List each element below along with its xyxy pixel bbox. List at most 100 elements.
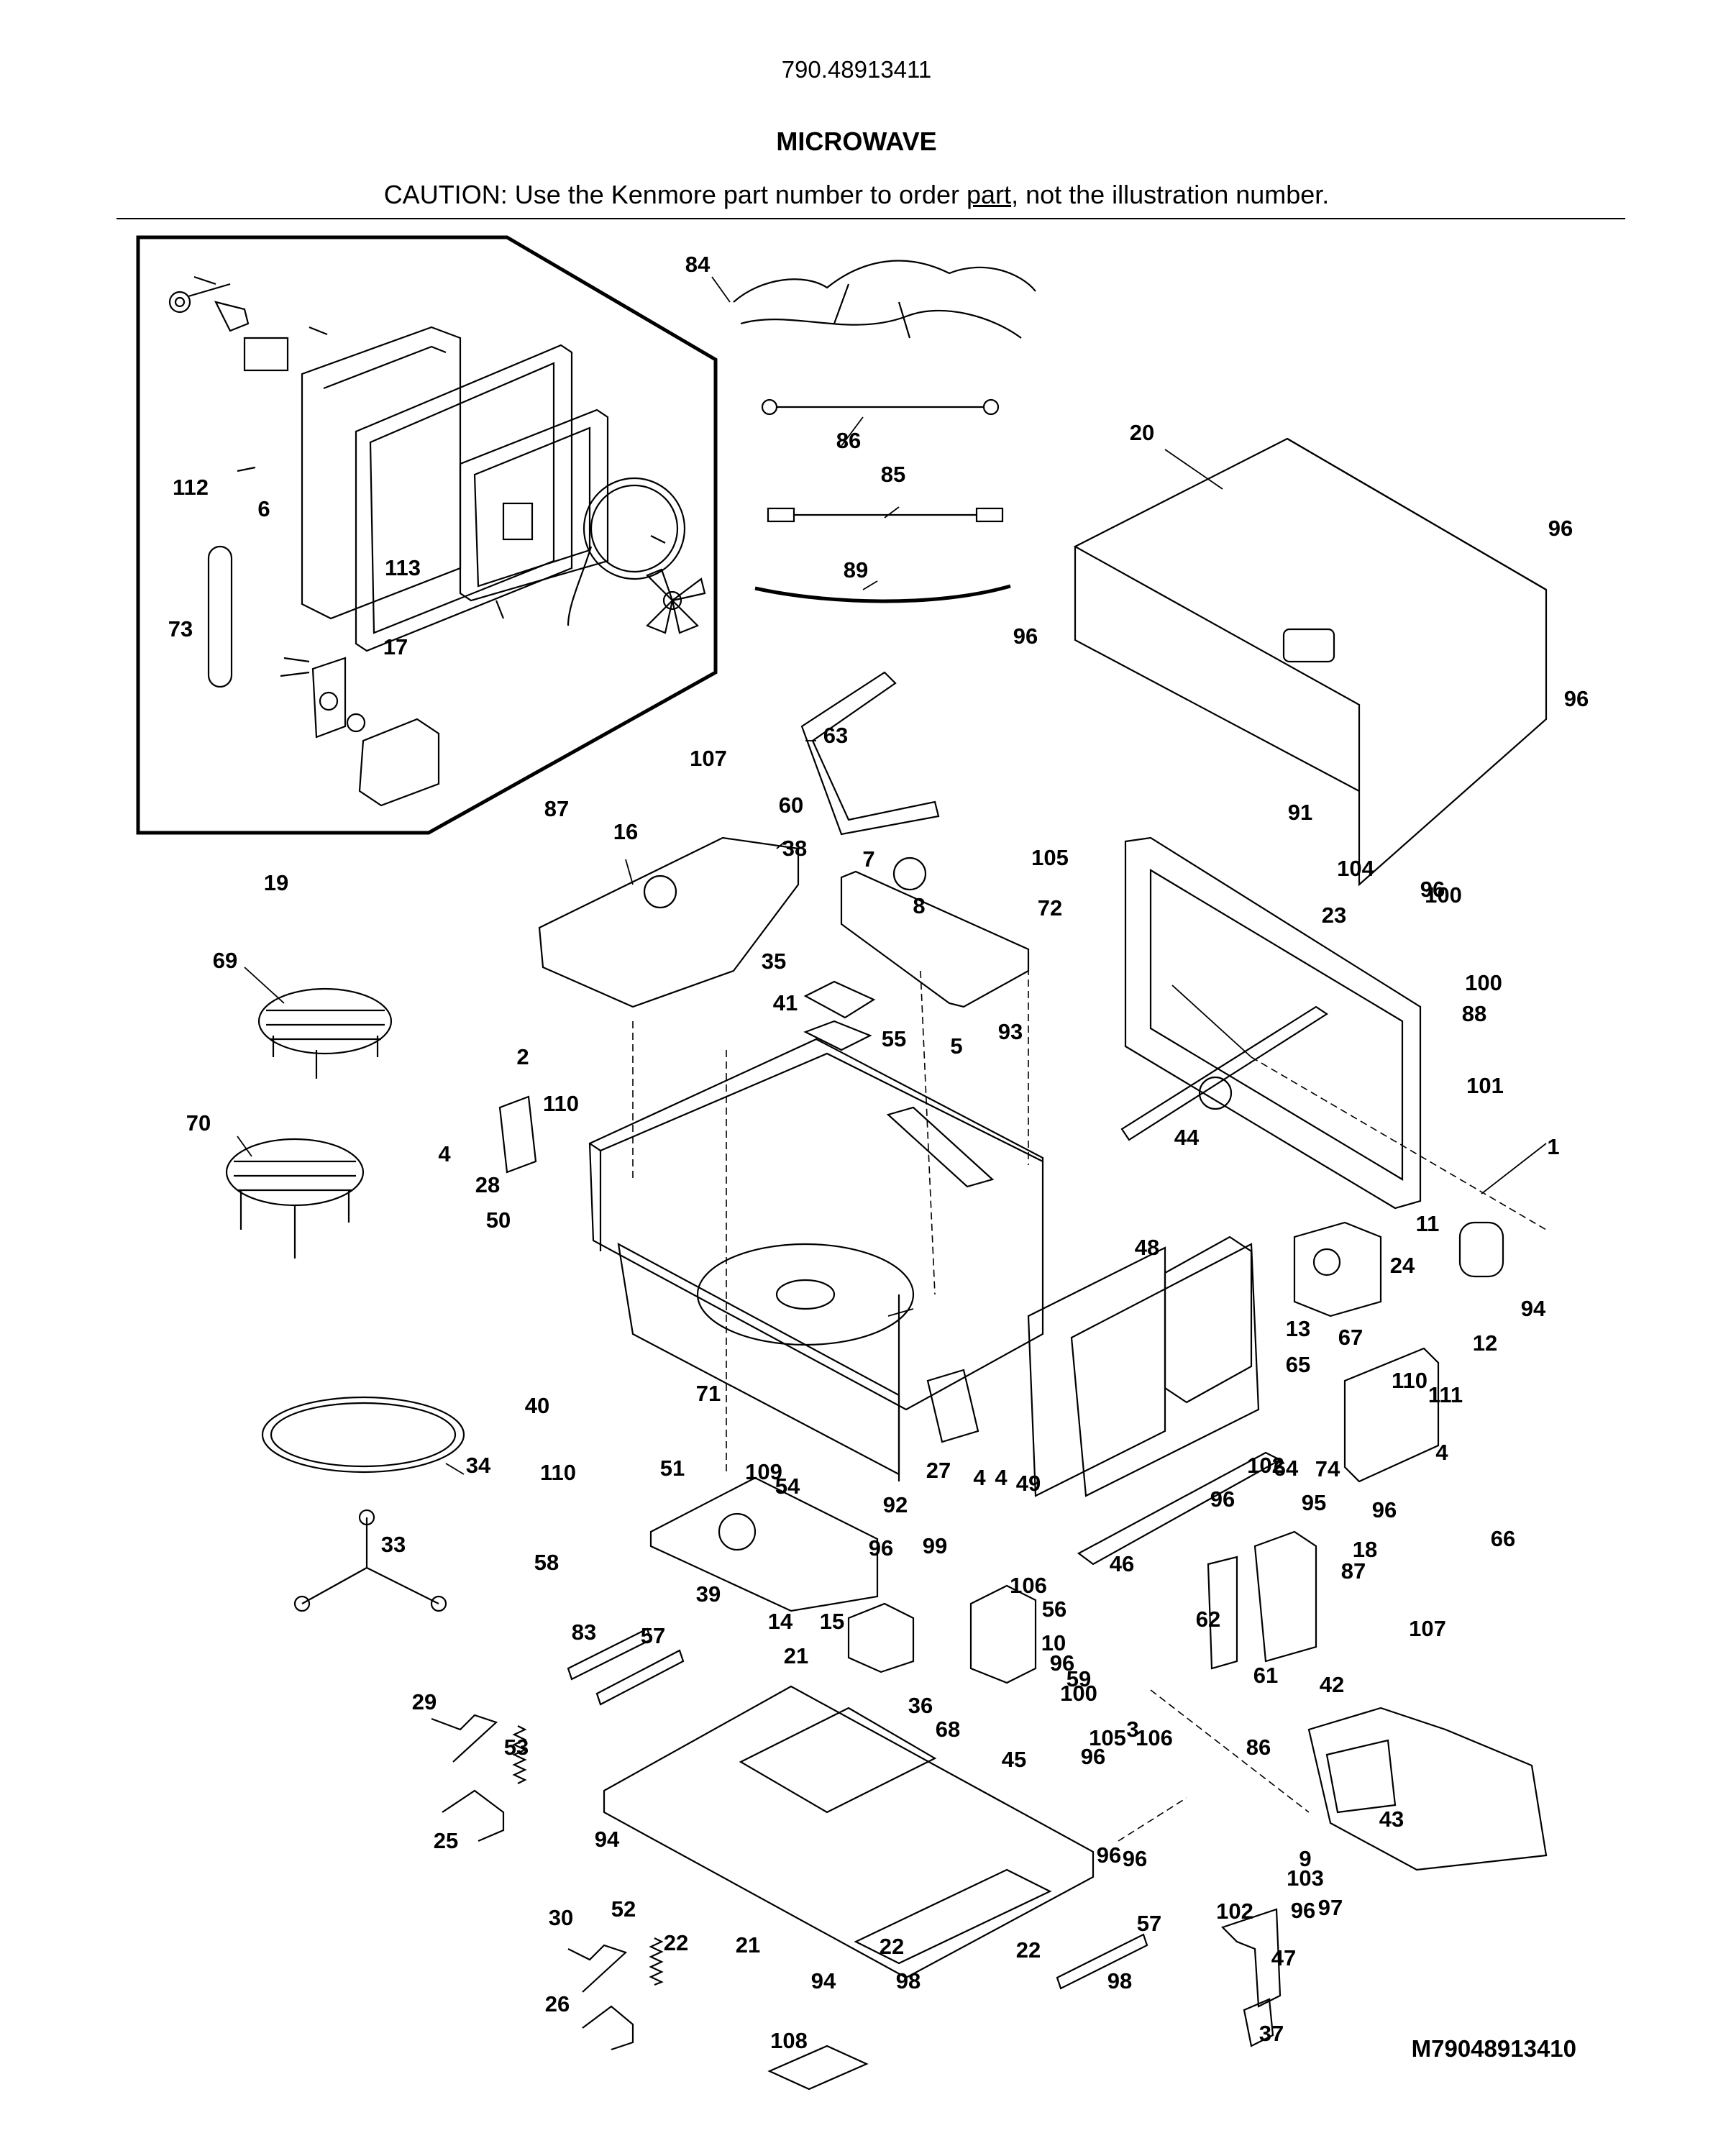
caution-text-prefix: CAUTION: Use the Kenmore part number to … xyxy=(383,180,967,209)
callout-label: 49 xyxy=(1016,1471,1041,1496)
callout-label: 96 xyxy=(1291,1898,1315,1923)
callout-label: 84 xyxy=(685,252,711,277)
callout-label: 94 xyxy=(1521,1296,1546,1321)
caution-text-suffix: , not the illustration number. xyxy=(1011,180,1330,209)
callout-label: 3 xyxy=(1126,1717,1138,1742)
parts-linework xyxy=(225,260,1548,2091)
callout-label: 30 xyxy=(549,1905,573,1930)
callout-label: 83 xyxy=(572,1620,596,1645)
callout-label: 96 xyxy=(1123,1846,1147,1871)
callout-label: 105 xyxy=(1031,845,1069,870)
callout-label: 94 xyxy=(811,1968,836,1993)
callout-label: 58 xyxy=(534,1550,559,1575)
callout-label: 102 xyxy=(1216,1899,1253,1924)
callout-label: 91 xyxy=(1288,800,1312,825)
callout-label: 86 xyxy=(1246,1735,1271,1760)
callout-label: 74 xyxy=(1315,1456,1340,1481)
callout-label: 111 xyxy=(1428,1382,1463,1407)
callout-label: 102 xyxy=(1247,1453,1284,1478)
callout-label: 12 xyxy=(1473,1330,1497,1356)
caution-line: CAUTION: Use the Kenmore part number to … xyxy=(0,180,1713,210)
callout-label: 68 xyxy=(936,1717,960,1742)
callout-label: 106 xyxy=(1136,1725,1173,1750)
callout-label: 96 xyxy=(1210,1486,1235,1512)
callout-label: 4 xyxy=(1435,1440,1448,1465)
callout-label: 25 xyxy=(434,1828,458,1853)
callout-label: 108 xyxy=(770,2028,808,2053)
callout-label: 62 xyxy=(1196,1607,1220,1632)
callout-label: 56 xyxy=(1042,1597,1066,1622)
callout-label: 88 xyxy=(1462,1001,1486,1026)
callout-label: 45 xyxy=(1002,1747,1026,1772)
callout-label: 42 xyxy=(1320,1672,1344,1697)
callout-label: 22 xyxy=(1016,1937,1041,1963)
callout-label: 106 xyxy=(1010,1573,1047,1598)
callout-label: 67 xyxy=(1338,1325,1363,1350)
callout-label: 1 xyxy=(1547,1134,1559,1159)
callout-label: 14 xyxy=(768,1609,793,1634)
callout-label: 44 xyxy=(1174,1125,1200,1150)
callout-label: 65 xyxy=(1286,1352,1310,1377)
callout-label: 109 xyxy=(745,1459,782,1484)
callout-label: 33 xyxy=(381,1532,406,1557)
callout-label: 36 xyxy=(908,1693,933,1718)
callout-label: 85 xyxy=(881,462,905,487)
callout-label: 96 xyxy=(869,1535,893,1561)
callout-label: 99 xyxy=(923,1533,947,1558)
callout-label: 22 xyxy=(664,1930,688,1955)
callout-label: 46 xyxy=(1110,1551,1134,1576)
callout-label: 98 xyxy=(1107,1968,1132,1993)
callout-label: 100 xyxy=(1465,970,1502,995)
callout-label: 29 xyxy=(412,1689,437,1714)
callout-label: 22 xyxy=(880,1934,904,1959)
callout-label: 94 xyxy=(595,1827,620,1852)
callout-label: 96 xyxy=(1050,1650,1074,1676)
callout-label: 107 xyxy=(690,746,727,771)
callout-label: 50 xyxy=(486,1207,511,1233)
callout-label: 112 xyxy=(173,475,209,500)
callout-label: 113 xyxy=(385,555,421,580)
callout-label: 103 xyxy=(1287,1865,1324,1891)
page-title: MICROWAVE xyxy=(776,127,937,156)
callout-label: 6 xyxy=(257,496,270,521)
callout-label: 96 xyxy=(1420,877,1445,902)
callout-label: 110 xyxy=(540,1460,576,1485)
callout-label: 60 xyxy=(779,792,803,818)
callout-label: 52 xyxy=(611,1896,636,1922)
callout-label: 19 xyxy=(264,870,288,895)
callout-label: 96 xyxy=(1013,623,1038,649)
callout-label: 64 xyxy=(1274,1456,1299,1481)
callout-label: 9 xyxy=(1299,1846,1311,1871)
callout-label: 97 xyxy=(1318,1895,1343,1920)
callout-label: 96 xyxy=(1097,1842,1121,1868)
callout-label: 16 xyxy=(613,819,638,844)
callout-label: 2 xyxy=(516,1044,529,1069)
callout-label: 95 xyxy=(1302,1490,1326,1515)
callout-label: 96 xyxy=(1372,1497,1397,1522)
callout-label: 69 xyxy=(213,948,237,973)
callout-label: 51 xyxy=(660,1456,685,1481)
callout-label: 24 xyxy=(1390,1253,1415,1278)
callout-label: 7 xyxy=(862,846,874,872)
callout-label: 21 xyxy=(784,1643,808,1668)
callout-label: 34 xyxy=(466,1453,491,1478)
callout-label: 66 xyxy=(1491,1526,1515,1551)
callout-label: 27 xyxy=(926,1458,951,1483)
callout-label: 70 xyxy=(186,1110,211,1136)
model-number: 790.48913411 xyxy=(781,56,932,83)
callout-label: 47 xyxy=(1271,1945,1296,1970)
callout-label: 4 xyxy=(438,1141,451,1166)
callout-label: 17 xyxy=(383,634,408,659)
callout-label: 73 xyxy=(168,616,193,641)
callout-label: 87 xyxy=(544,796,569,821)
callout-label: 57 xyxy=(1137,1911,1161,1936)
callout-label: 39 xyxy=(696,1581,721,1607)
callout-label: 20 xyxy=(1130,420,1154,445)
callout-label: 11 xyxy=(1416,1211,1440,1236)
callout-label: 86 xyxy=(836,428,861,453)
callout-label: 15 xyxy=(820,1609,844,1634)
callout-label: 57 xyxy=(641,1623,665,1648)
callout-label: 110 xyxy=(543,1091,579,1116)
callout-label: 41 xyxy=(773,990,798,1015)
